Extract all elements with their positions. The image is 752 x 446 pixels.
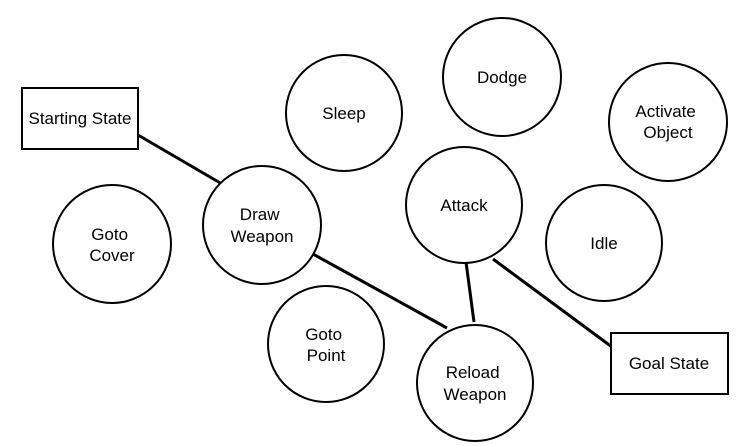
node-reload-weapon-label-line-1: Reload [446,363,500,382]
node-attack-label: Attack [440,196,488,215]
node-goto-point-label: Goto Point [305,325,347,365]
node-reload-weapon-label: Reload Weapon [443,363,506,404]
node-reload-weapon: Reload Weapon [416,324,534,442]
node-goto-point: Goto Point [267,285,385,403]
node-goto-cover-label-line-1: Goto [91,225,128,244]
edge-reload-weapon-to-attack [464,261,476,323]
node-activate-object-label-line-2: Object [643,123,692,142]
node-goto-point-label-line-2: Point [307,346,346,365]
node-goal-state: Goal State [610,332,729,395]
node-draw-weapon-label-line-2: Weapon [230,227,293,246]
node-activate-object-label: Activate Object [635,102,700,142]
edge-starting-state-to-draw-weapon [137,133,223,186]
node-activate-object: Activate Object [608,62,728,182]
node-reload-weapon-label-line-2: Weapon [443,385,506,404]
node-sleep: Sleep [285,54,403,172]
edges-group [137,133,613,349]
node-draw-weapon: Draw Weapon [202,165,322,285]
edge-draw-weapon-to-reload-weapon [312,252,448,330]
node-goto-point-label-line-1: Goto [305,325,342,344]
node-starting-state: Starting State [21,87,139,150]
node-draw-weapon-label: Draw Weapon [230,205,293,246]
node-goal-state-label: Goal State [629,354,709,373]
node-goto-cover: Goto Cover [52,184,172,304]
node-sleep-label: Sleep [322,104,365,123]
node-draw-weapon-label-line-1: Draw [240,205,280,224]
node-attack: Attack [405,146,523,264]
node-goto-cover-label: Goto Cover [89,225,135,265]
node-idle: Idle [545,184,663,302]
node-activate-object-label-line-1: Activate [635,102,695,121]
node-dodge-label: Dodge [477,68,527,87]
node-idle-label: Idle [590,234,617,253]
node-dodge: Dodge [442,17,562,137]
node-starting-state-label: Starting State [28,109,131,128]
edge-attack-to-goal-state [492,257,613,349]
node-goto-cover-label-line-2: Cover [89,246,135,265]
